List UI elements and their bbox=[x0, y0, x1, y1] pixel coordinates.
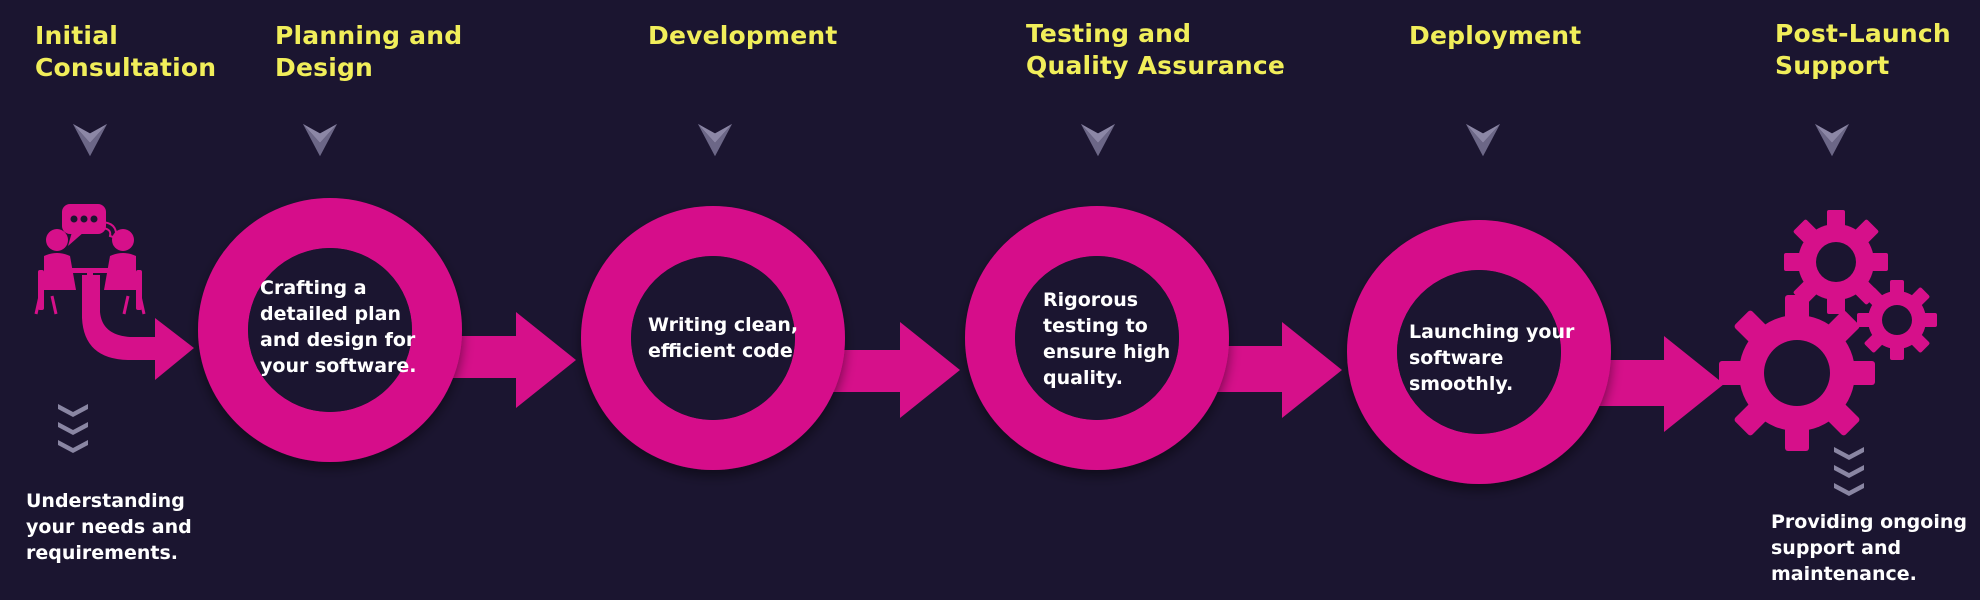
step-4-description: Rigorous testing to ensure high quality. bbox=[1043, 289, 1171, 389]
step-3-title: Development bbox=[648, 21, 838, 50]
chevron-down-icon bbox=[302, 123, 338, 157]
step-6-description: Providing ongoing support and maintenanc… bbox=[1771, 511, 1967, 585]
step-ring bbox=[1347, 220, 1611, 484]
stacked-chevrons-icon bbox=[58, 404, 88, 453]
consultation-meeting-icon bbox=[34, 204, 146, 315]
step-ring bbox=[581, 206, 845, 470]
chevron-down-icon bbox=[697, 123, 733, 157]
step-ring bbox=[198, 198, 462, 462]
step-5-description: Launching your software smoothly. bbox=[1409, 321, 1575, 395]
flow-arrow bbox=[82, 275, 194, 380]
stacked-chevrons-icon bbox=[1834, 447, 1864, 496]
step-6-title: Post-Launch Support bbox=[1775, 19, 1951, 80]
step-2-title: Planning and Design bbox=[275, 21, 463, 82]
step-5-title: Deployment bbox=[1409, 21, 1582, 50]
step-2-description: Crafting a detailed plan and design for … bbox=[260, 277, 417, 377]
chevron-down-icon bbox=[1080, 123, 1116, 157]
step-4-title: Testing and Quality Assurance bbox=[1026, 19, 1286, 80]
chevron-down-icon bbox=[1814, 123, 1850, 157]
step-ring bbox=[965, 206, 1229, 470]
step-3-description: Writing clean, efficient code bbox=[648, 314, 799, 362]
chevron-down-icon bbox=[72, 123, 108, 157]
flow-arrow bbox=[797, 322, 960, 418]
chevron-down-icon bbox=[1465, 123, 1501, 157]
step-1-title: Initial Consultation bbox=[35, 21, 217, 82]
step-1-description: Understanding your needs and requirement… bbox=[26, 490, 192, 564]
gears-icon bbox=[1719, 210, 1937, 451]
